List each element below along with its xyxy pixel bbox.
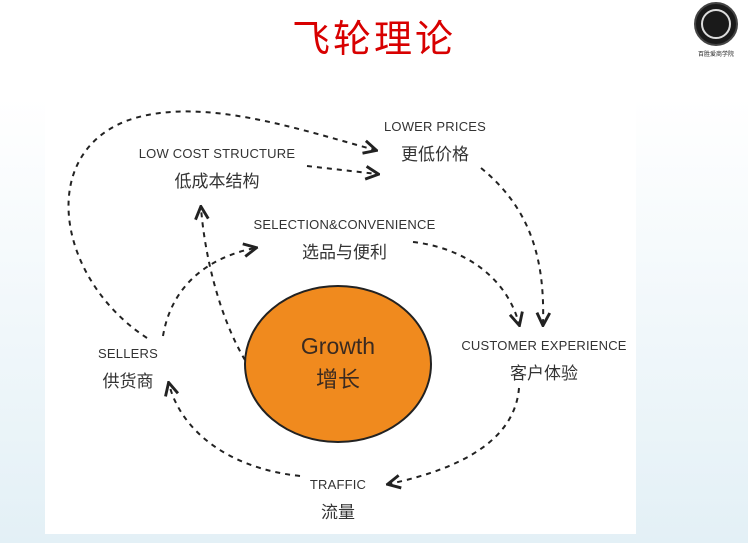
top-bar [0, 0, 748, 2]
flywheel-diagram: Growth 增长 LOW COST STRUCTURE 低成本结构 LOWER… [45, 88, 636, 534]
growth-center: Growth 增长 [245, 285, 431, 443]
node-customer-experience: CUSTOMER EXPERIENCE 客户体验 [453, 338, 635, 384]
growth-label-zh: 增长 [315, 368, 360, 393]
node-selection-convenience: SELECTION&CONVENIENCE 选品与便利 [237, 217, 452, 263]
node-sellers-en: SELLERS [98, 346, 158, 361]
slide-title: 飞轮理论 [291, 17, 456, 61]
logo-text: 百胜爱商学院 [697, 51, 734, 58]
node-low-cost-zh: 低成本结构 [174, 172, 260, 192]
arrow-customer-experience-to-traffic [389, 387, 520, 484]
node-lower-prices-zh: 更低价格 [401, 145, 469, 165]
node-customer-experience-zh: 客户体验 [510, 364, 578, 384]
node-sellers-zh: 供货商 [102, 372, 154, 392]
logo-seal-icon [694, 2, 738, 46]
node-selection-en: SELECTION&CONVENIENCE [253, 217, 436, 232]
node-low-cost-structure: LOW COST STRUCTURE 低成本结构 [117, 146, 317, 192]
arrow-traffic-to-sellers [169, 384, 301, 477]
node-lower-prices-en: LOWER PRICES [383, 119, 487, 134]
node-selection-zh: 选品与便利 [302, 243, 387, 263]
node-low-cost-en: LOW COST STRUCTURE [138, 146, 296, 161]
node-traffic: TRAFFIC 流量 [288, 477, 388, 523]
logo: 百胜爱商学院 [690, 2, 742, 58]
arrow-growth-to-low-cost [201, 208, 246, 361]
flywheel-arrows [67, 110, 636, 534]
node-traffic-en: TRAFFIC [309, 477, 367, 492]
node-sellers: SELLERS 供货商 [83, 346, 173, 392]
arrow-selection-to-customer-experience [412, 241, 519, 324]
arrow-lower-prices-to-customer-experience [480, 167, 543, 324]
arrow-low-cost-to-lower-prices [306, 165, 377, 174]
node-traffic-zh: 流量 [321, 503, 355, 523]
node-customer-experience-en: CUSTOMER EXPERIENCE [461, 338, 627, 353]
node-lower-prices: LOWER PRICES 更低价格 [355, 119, 515, 165]
arrow-sellers-to-lower-prices [67, 110, 375, 339]
growth-circle [244, 285, 432, 443]
growth-label-en: Growth [300, 333, 376, 359]
